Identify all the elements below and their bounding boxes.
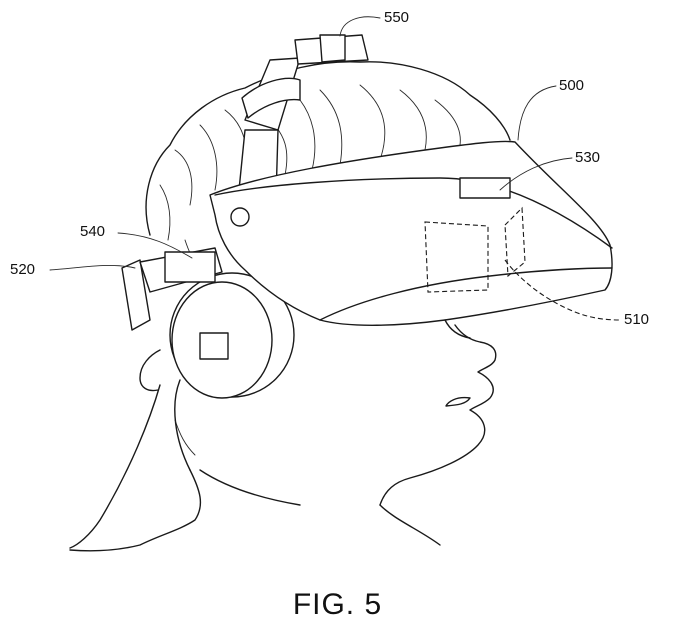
label-500: 500	[559, 77, 584, 94]
figure-caption: FIG. 5	[292, 588, 383, 621]
label-540: 540	[80, 223, 105, 240]
visor-headset	[164, 140, 613, 339]
label-550: 550	[384, 9, 409, 26]
headphone-cable	[69, 384, 161, 549]
internal-display	[424, 206, 621, 321]
leader-lines	[49, 16, 573, 271]
face-profile	[69, 324, 497, 552]
label-520: 520	[10, 261, 35, 278]
label-530: 530	[575, 149, 600, 166]
headphone	[169, 272, 295, 399]
label-510: 510	[624, 311, 649, 328]
